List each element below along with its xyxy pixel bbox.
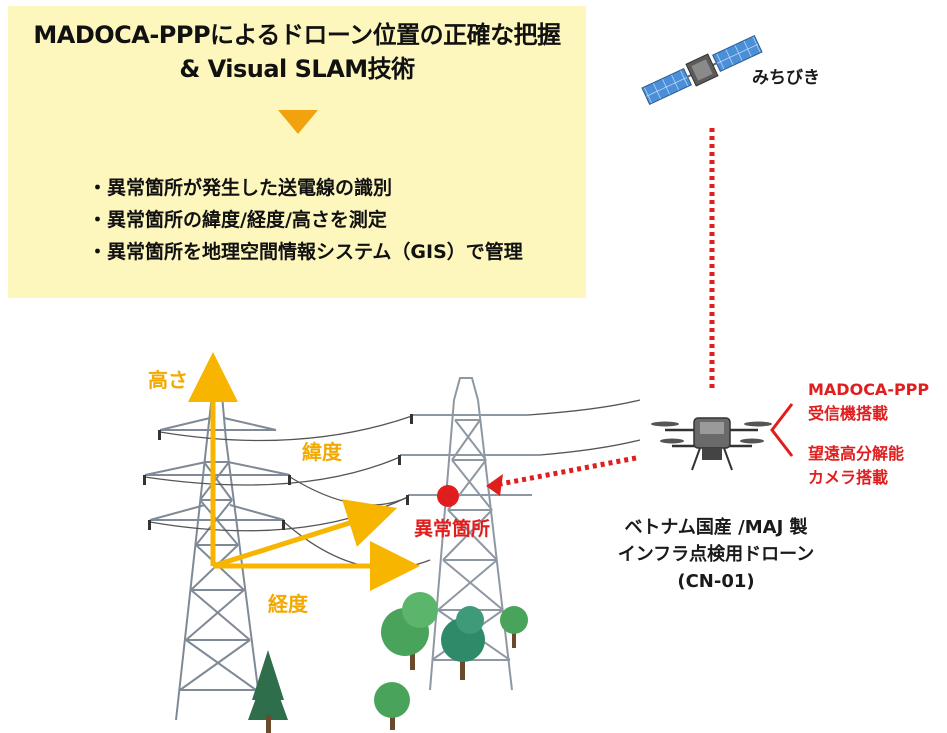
camera-label-line2: カメラ搭載 (808, 468, 889, 487)
info-panel: MADOCA-PPPによるドローン位置の正確な把握 & Visual SLAM技… (8, 6, 586, 298)
feature-item: ・異常箇所の緯度/経度/高さを測定 (88, 209, 387, 231)
latitude-axis-arrow (212, 499, 398, 569)
power-lines (144, 399, 641, 569)
down-arrow-icon (278, 110, 318, 134)
feature-bracket (770, 403, 794, 457)
left-pylon-icon (144, 385, 291, 721)
panel-title-line1: MADOCA-PPPによるドローン位置の正確な把握 (33, 21, 561, 49)
right-pylon-icon (400, 377, 540, 691)
anomaly-marker (437, 485, 459, 507)
feature-item: ・異常箇所を地理空間情報システム（GIS）で管理 (88, 241, 523, 263)
trees-icon (248, 592, 528, 733)
satellite-label: みちびき (752, 68, 820, 88)
camera-label-line1: 望遠高分解能 (808, 444, 905, 463)
height-axis-label: 高さ (148, 368, 188, 392)
anomaly-label: 異常箇所 (414, 518, 491, 540)
satellite-icon (641, 34, 763, 106)
panel-title: MADOCA-PPPによるドローン位置の正確な把握 & Visual SLAM技… (8, 18, 586, 86)
drone-caption-line3: (CN-01) (677, 571, 755, 592)
longitude-axis-label: 経度 (268, 592, 308, 616)
receiver-label-line2: 受信機搭載 (808, 404, 889, 423)
drone-caption-line1: ベトナム国産 /MAJ 製 (624, 517, 808, 538)
drone-caption: ベトナム国産 /MAJ 製 インフラ点検用ドローン (CN-01) (586, 514, 846, 595)
feature-list: ・異常箇所が発生した送電線の識別 ・異常箇所の緯度/経度/高さを測定 ・異常箇所… (88, 172, 523, 268)
coordinate-axes (188, 352, 420, 591)
camera-sight-line (499, 455, 637, 487)
drone-icon (651, 417, 772, 471)
sight-arrowhead-icon (486, 474, 503, 496)
latitude-axis-label: 緯度 (302, 440, 342, 464)
receiver-label-line1: MADOCA-PPP (808, 380, 930, 399)
feature-item: ・異常箇所が発生した送電線の識別 (88, 177, 393, 199)
panel-title-line2: & Visual SLAM技術 (179, 55, 415, 83)
drone-caption-line2: インフラ点検用ドローン (617, 544, 815, 565)
insulators (143, 414, 413, 530)
